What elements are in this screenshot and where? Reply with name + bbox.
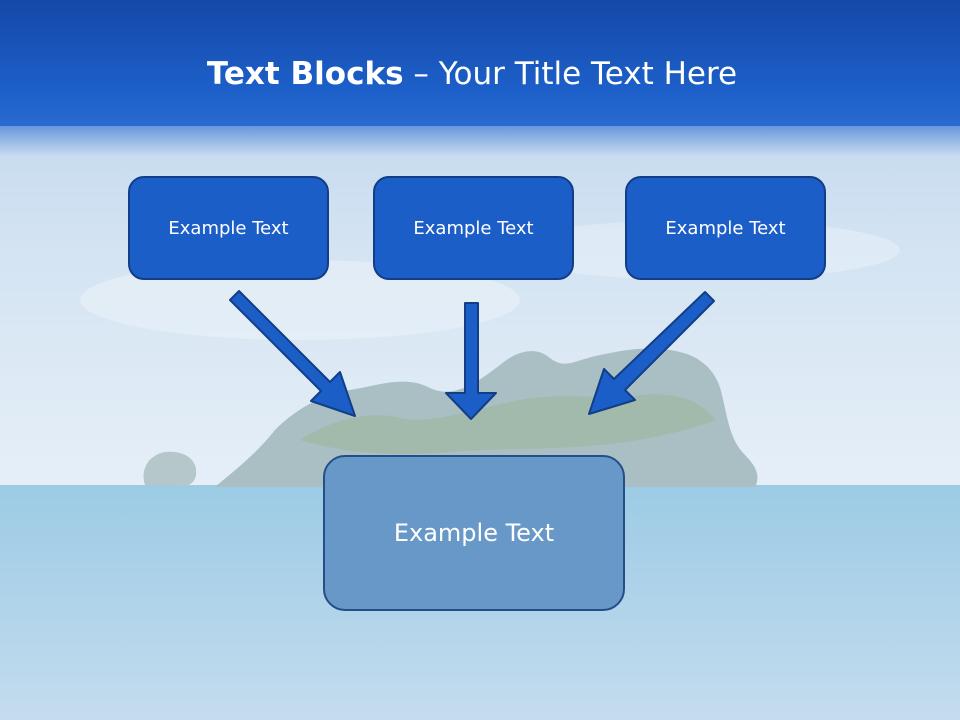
text-block-middle[interactable]: Example Text xyxy=(373,176,574,280)
arrow-middle xyxy=(445,302,497,420)
title-dash: – xyxy=(403,56,439,92)
text-block-left-label: Example Text xyxy=(168,217,289,239)
slide-title: Text Blocks – Your Title Text Here xyxy=(0,52,944,96)
title-bar-fade xyxy=(0,126,960,156)
center-text-block-label: Example Text xyxy=(393,519,555,547)
arrow-left xyxy=(229,290,356,417)
title-bold: Text Blocks xyxy=(206,56,404,92)
text-block-middle-label: Example Text xyxy=(413,217,534,239)
text-block-left[interactable]: Example Text xyxy=(128,176,329,280)
title-bar xyxy=(0,0,960,126)
text-block-right-label: Example Text xyxy=(665,217,786,239)
title-rest: Your Title Text Here xyxy=(438,56,738,92)
text-block-right[interactable]: Example Text xyxy=(625,176,826,280)
center-text-block[interactable]: Example Text xyxy=(323,455,625,611)
arrow-right xyxy=(588,291,715,415)
